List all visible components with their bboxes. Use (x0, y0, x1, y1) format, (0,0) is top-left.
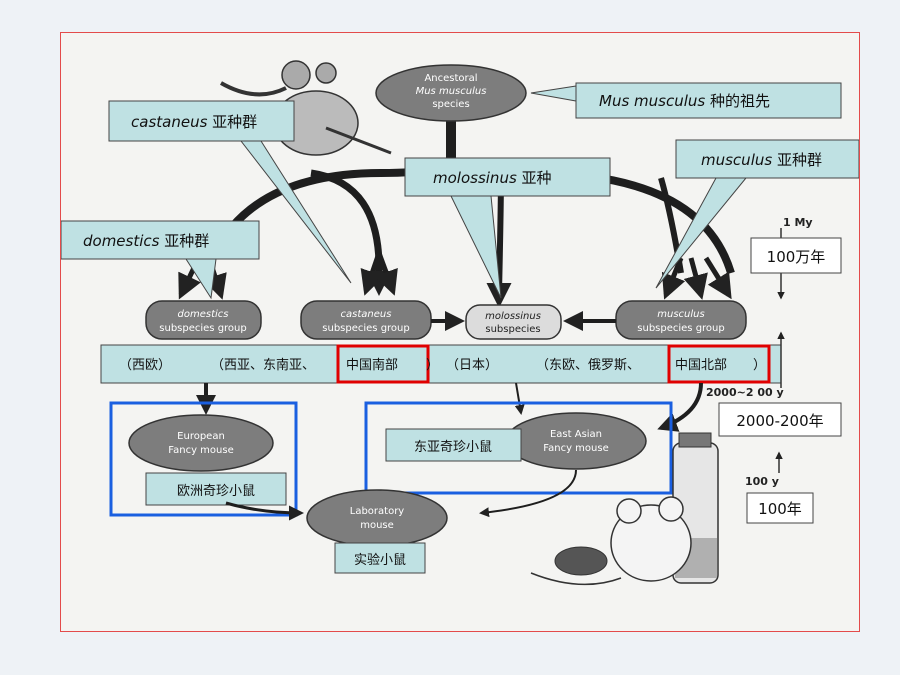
east-asian-line1: East Asian (550, 429, 602, 440)
timeline-2000y-cn: 2000-200年 (736, 412, 823, 430)
east-asian-highlight (364, 401, 673, 495)
molossinus-callout (404, 157, 611, 197)
musculus-callout (675, 139, 859, 179)
molossinus-node-line2: subspecies (485, 324, 540, 335)
mouse-illustration-bottom (530, 432, 719, 586)
mouse-illustration-top (220, 60, 392, 156)
region-west-asia: （西亚、东南亚、 (211, 357, 315, 373)
castaneus-callout (108, 100, 295, 142)
phylogeny-diagram: Ancestoral Mus musculus species Mus musc… (61, 60, 859, 586)
region-north-china: 中国北部 (675, 358, 727, 373)
timeline-100y-cn: 100年 (758, 500, 802, 518)
castaneus-callout-text: castaneus 亚种群 (131, 113, 257, 131)
ancestor-callout (575, 82, 842, 119)
east-asian-line2: Fancy mouse (543, 443, 608, 454)
european-line2: Fancy mouse (168, 445, 233, 456)
domestics-group-line2: subspecies group (159, 323, 246, 334)
european-fancy-node (128, 414, 274, 472)
ancestor-line3: species (432, 99, 469, 110)
lab-cn: 实验小鼠 (354, 552, 406, 568)
musculus-group-line1: musculus (657, 309, 704, 320)
domestics-callout-text: domestics 亚种群 (83, 232, 209, 250)
region-japan: （日本） (446, 358, 498, 373)
timeline-1my-cn: 100万年 (767, 248, 826, 266)
timeline-2000y: 2000~2 00 y (706, 386, 784, 399)
european-cn-box (145, 472, 287, 506)
lab-line1: Laboratory (350, 506, 405, 517)
musculus-group-line2: subspecies group (637, 323, 724, 334)
molossinus-callout-text: molossinus 亚种 (433, 169, 552, 187)
domestics-callout (61, 220, 260, 260)
molossinus-node (465, 304, 562, 340)
timeline-100y: 100 y (745, 475, 779, 488)
region-south-china: 中国南部 (346, 357, 398, 373)
east-asian-cn: 东亚奇珍小鼠 (414, 439, 492, 455)
castaneus-group-line1: castaneus (341, 309, 392, 320)
castaneus-group-line2: subspecies group (322, 323, 409, 334)
ancestor-line1: Ancestoral (424, 73, 477, 84)
region-close1: ） (426, 358, 439, 373)
slide-frame: Ancestoral Mus musculus species Mus musc… (60, 32, 860, 632)
musculus-callout-text: musculus 亚种群 (701, 151, 822, 169)
region-east-europe: （东欧、俄罗斯、 (536, 358, 640, 373)
region-close2: ） (753, 358, 766, 373)
east-asian-fancy-node (505, 412, 647, 470)
european-highlight (109, 401, 298, 517)
domestics-group-line1: domestics (178, 309, 229, 320)
lab-mouse-node (306, 489, 448, 547)
lab-line2: mouse (360, 520, 394, 531)
timeline-1my-box (750, 237, 842, 274)
european-line1: European (177, 431, 225, 442)
molossinus-node-line1: molossinus (485, 311, 541, 322)
south-china-highlight (336, 344, 430, 384)
domestics-group-node (145, 300, 262, 340)
ancestor-callout-text: Mus musculus 种的祖先 (599, 92, 770, 110)
lab-cn-box (334, 542, 426, 574)
ancestor-line2: Mus musculus (416, 86, 487, 97)
ancestor-node (375, 64, 527, 122)
timeline-100y-box (746, 492, 814, 524)
timeline-2000y-box (718, 402, 842, 437)
timeline-1my: 1 My (783, 216, 813, 229)
north-china-highlight (667, 344, 771, 384)
european-cn: 欧洲奇珍小鼠 (177, 483, 255, 499)
east-asian-cn-box (385, 428, 522, 462)
region-west-europe: （西欧） (119, 358, 171, 373)
